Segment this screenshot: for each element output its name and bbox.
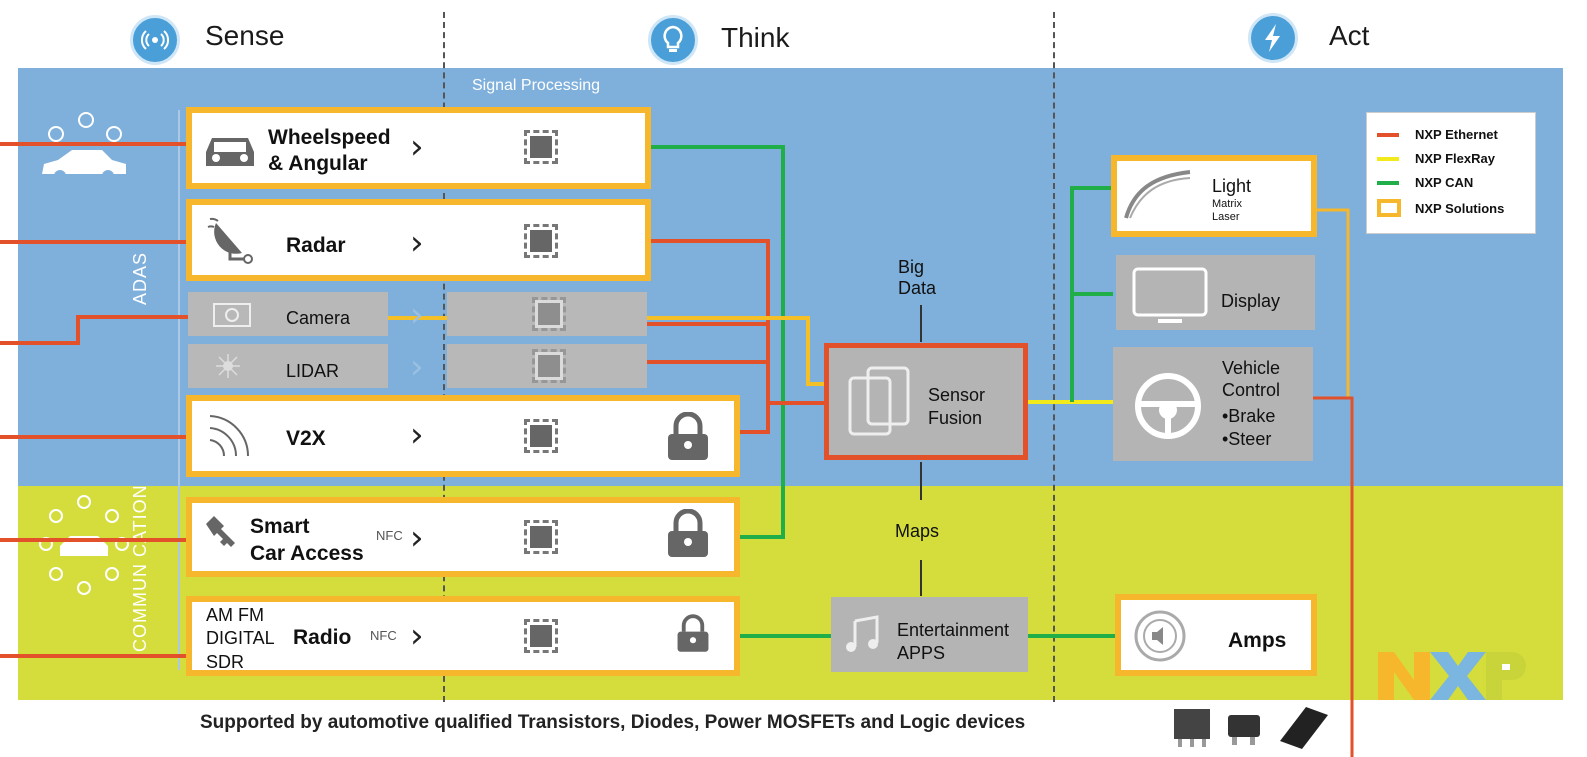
- chevron-right-icon: ›: [410, 347, 424, 387]
- radar-dish-icon: [206, 215, 258, 272]
- chip-icon: [532, 297, 566, 331]
- lock-icon: [666, 411, 710, 467]
- legend-swatch: [1377, 180, 1399, 185]
- chevron-right-icon: ›: [410, 127, 424, 167]
- display-label: Display: [1221, 291, 1281, 311]
- chip-icon: [524, 419, 558, 453]
- car-icon: [202, 130, 258, 175]
- v2x-label: V2X: [286, 427, 326, 450]
- legend-label: NXP Ethernet: [1415, 127, 1498, 142]
- brake-label: •Brake: [1222, 406, 1276, 426]
- vehicle-label: Vehicle: [1222, 358, 1281, 378]
- legend-swatch: [1377, 156, 1399, 161]
- wheelspeed-box: [186, 107, 651, 189]
- legend-label: NXP Solutions: [1415, 200, 1505, 216]
- sense-header: Sense: [205, 20, 285, 51]
- light-box: [1111, 155, 1317, 237]
- legend-solutions: NXP Solutions: [1377, 199, 1504, 217]
- laser-label: Laser: [1212, 211, 1240, 223]
- chevron-right-icon: ›: [410, 223, 424, 263]
- fusion-label: Fusion: [928, 408, 983, 428]
- apps-label: APPS: [897, 643, 946, 663]
- control-label: Control: [1222, 380, 1281, 400]
- radar-label: Radar: [286, 234, 346, 257]
- legend-label: NXP FlexRay: [1415, 151, 1495, 166]
- camera-icon: [212, 302, 252, 333]
- chevron-right-icon: ›: [410, 295, 424, 335]
- monitor-icon: [1130, 265, 1210, 332]
- smart-car-access-label-1: Smart: [250, 515, 310, 538]
- camera-box: [188, 292, 388, 336]
- chevron-right-icon: ›: [410, 415, 424, 455]
- laser-light-icon: [1124, 170, 1194, 225]
- key-icon: [204, 514, 248, 559]
- nfc-icon: NFC: [376, 528, 403, 543]
- nxp-logo: [1378, 652, 1530, 705]
- chevron-right-icon: ›: [410, 616, 424, 656]
- wheelspeed-label-2: & Angular: [268, 152, 368, 175]
- light-label: Light: [1212, 176, 1252, 196]
- radio-sdr: SDR: [206, 652, 245, 672]
- sensor-fusion-box: [824, 343, 1028, 460]
- steer-label: •Steer: [1222, 429, 1272, 449]
- amps-label: Amps: [1228, 629, 1287, 652]
- footer-text: Supported by automotive qualified Transi…: [200, 712, 1026, 733]
- transistor-package-icon: [1172, 705, 1332, 755]
- maps-label: Maps: [895, 521, 940, 541]
- entertainment-box: [831, 597, 1028, 672]
- v2x-box: [186, 395, 740, 477]
- divider-sense-think: [443, 12, 445, 702]
- chevron-right-icon: ›: [410, 518, 424, 558]
- adas-car-icon: [36, 112, 132, 189]
- radio-digital: DIGITAL: [206, 628, 275, 648]
- radio-label: Radio: [293, 626, 352, 649]
- music-note-icon: [845, 615, 881, 660]
- chip-icon: [524, 619, 558, 653]
- smart-car-access-label-2: Car Access: [250, 542, 364, 565]
- legend-swatch: [1377, 132, 1399, 137]
- chip-icon: [524, 130, 558, 164]
- chip-icon: [524, 224, 558, 258]
- steering-wheel-icon: [1134, 372, 1202, 445]
- bracket-line: [178, 110, 180, 670]
- laser-icon: [214, 352, 242, 385]
- think-header: Think: [721, 22, 790, 53]
- lock-icon: [676, 614, 710, 659]
- lidar-label: LIDAR: [286, 361, 340, 381]
- legend-can: NXP CAN: [1377, 175, 1473, 190]
- radar-box: [186, 199, 651, 281]
- layers-icon: [848, 366, 912, 443]
- sense-icon: [130, 15, 180, 65]
- big-label: Big: [898, 257, 925, 277]
- matrix-label: Matrix: [1212, 198, 1242, 210]
- lock-icon: [666, 508, 710, 564]
- smart-car-access-box: [186, 497, 740, 577]
- legend-label: NXP CAN: [1415, 175, 1474, 190]
- nfc-icon: NFC: [370, 628, 397, 643]
- entertainment-label: Entertainment: [897, 620, 1010, 640]
- speaker-icon: [1132, 608, 1188, 669]
- camera-label: Camera: [286, 308, 351, 328]
- act-header: Act: [1329, 20, 1370, 51]
- amps-box: [1115, 594, 1317, 676]
- chip-icon: [524, 520, 558, 554]
- legend-swatch: [1377, 199, 1401, 217]
- radio-am-fm: AM FM: [206, 605, 264, 625]
- legend-flexray: NXP FlexRay: [1377, 151, 1495, 166]
- legend-ethernet: NXP Ethernet: [1377, 127, 1498, 142]
- legend: NXP Ethernet NXP FlexRay NXP CAN NXP Sol…: [1366, 112, 1536, 234]
- lightbulb-icon: [648, 15, 698, 65]
- lightning-icon: [1248, 13, 1298, 63]
- data-label: Data: [898, 278, 937, 298]
- radio-box: [186, 596, 740, 676]
- chip-icon: [532, 349, 566, 383]
- wheelspeed-label-1: Wheelspeed: [268, 126, 391, 149]
- signal-processing-label: Signal Processing: [472, 77, 601, 94]
- divider-think-act: [1053, 12, 1055, 702]
- sensor-label: Sensor: [928, 385, 986, 405]
- wireless-signal-icon: [206, 412, 252, 465]
